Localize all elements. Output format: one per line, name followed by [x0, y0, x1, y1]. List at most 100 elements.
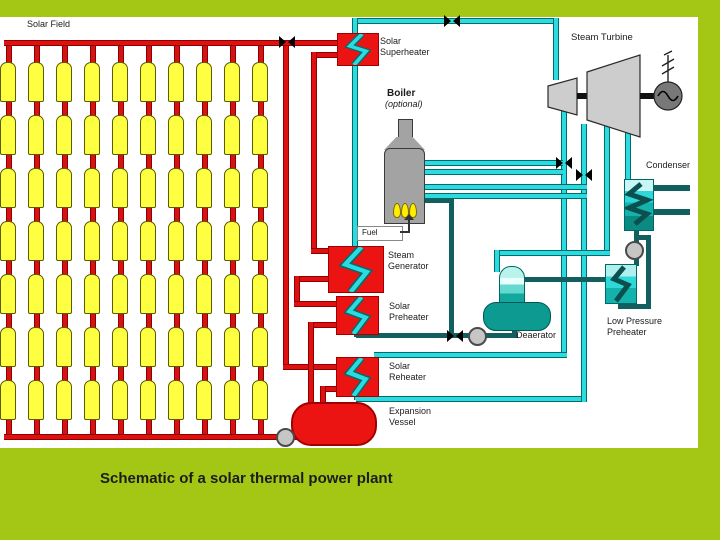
solar-collector [168, 327, 184, 367]
solar-collector [196, 380, 212, 420]
solar-collector [84, 168, 100, 208]
grid-connection-icon [661, 50, 675, 82]
fuel-box [357, 226, 403, 241]
solar-collector [196, 115, 212, 155]
pipe-htf-steamgen-out-h [294, 276, 331, 282]
steam-generator-label: Steam Generator [388, 250, 429, 271]
diagram-panel: Solar Field [0, 15, 698, 448]
solar-collector [0, 115, 16, 155]
solar-collector [28, 221, 44, 261]
solar-collector [28, 274, 44, 314]
solar-collector [28, 168, 44, 208]
shaft [577, 93, 587, 99]
solar-collector [112, 380, 128, 420]
solar-collector [224, 168, 240, 208]
pipe-htf-superheater-out-h [311, 52, 339, 58]
deaerator-tank [483, 302, 551, 331]
expansion-vessel-label: Expansion Vessel [389, 406, 432, 427]
pipe-drain-loop-v [646, 235, 651, 309]
pipe-htf-preheater-out-v [308, 322, 314, 410]
solar-reheater [336, 357, 379, 397]
pipe-boiler-u2b [399, 193, 587, 199]
solar-collector [168, 274, 184, 314]
solar-collector [56, 274, 72, 314]
boiler-label: Boiler [387, 88, 416, 99]
solar-collector [224, 380, 240, 420]
pipe-drain-loop-bottom [618, 304, 651, 309]
solar-collector [112, 221, 128, 261]
solar-collector [56, 115, 72, 155]
solar-collector [252, 168, 268, 208]
pipe-extraction-v [604, 126, 610, 256]
solar-collector [112, 115, 128, 155]
solar-collector [84, 380, 100, 420]
valve-icon [279, 36, 295, 48]
solar-collector [252, 274, 268, 314]
solar-collector [140, 168, 156, 208]
solar-collector [196, 327, 212, 367]
pipe-boiler-u2a [399, 184, 587, 190]
solar-collector [140, 380, 156, 420]
solar-collector [112, 274, 128, 314]
boiler-chimney [398, 119, 413, 139]
pipe-boiler-drain-v [449, 198, 454, 336]
solar-collector [56, 62, 72, 102]
solar-field-label: Solar Field [27, 19, 71, 29]
pipe-htf-steamgen-in [311, 248, 331, 254]
solar-collector [140, 115, 156, 155]
solar-collector [252, 115, 268, 155]
solar-collector [140, 327, 156, 367]
solar-collector [112, 327, 128, 367]
pipe-htf-preheater-out-h [308, 322, 339, 328]
pipe-steamgen-superheater [352, 62, 358, 248]
solar-collector [196, 221, 212, 261]
pipe-htf-steamgen-out-v [294, 276, 300, 304]
solar-collector [196, 62, 212, 102]
condenser-coil-icon [625, 182, 653, 226]
solar-collector [56, 221, 72, 261]
low-pressure-preheater [605, 264, 637, 304]
lp-turbine [586, 54, 641, 138]
solar-collector [196, 274, 212, 314]
solar-collector [28, 327, 44, 367]
pipe-turbine-inlet [553, 18, 559, 80]
solar-collector [224, 221, 240, 261]
solar-collector [140, 221, 156, 261]
solar-collector [224, 327, 240, 367]
solar-collector [140, 274, 156, 314]
solar-collector [224, 62, 240, 102]
pipe-cold-reheat-v [561, 106, 567, 358]
solar-collector [224, 115, 240, 155]
deaerator-label: Deaerator [516, 330, 557, 340]
solar-collector [0, 221, 16, 261]
pipe-lp-to-deaerator [520, 277, 608, 282]
solar-collector [28, 62, 44, 102]
fuel-label: Fuel [362, 228, 378, 237]
solar-collector [168, 221, 184, 261]
solar-preheater [336, 296, 379, 335]
condenser [624, 179, 654, 231]
caption: Schematic of a solar thermal power plant [100, 470, 393, 487]
valve-icon [444, 15, 460, 27]
solar-reheater-label: Solar Reheater [389, 361, 427, 382]
solar-collector [84, 115, 100, 155]
hp-turbine [547, 77, 578, 116]
pipe-cooling-water-in [652, 209, 690, 215]
pipe-cold-reheat-h [374, 352, 567, 358]
pipe-hot-reheat-v [581, 124, 587, 402]
solar-collector [224, 274, 240, 314]
htf-pump-icon [276, 428, 295, 447]
valve-icon [447, 330, 463, 342]
preheater-coil-icon [609, 265, 632, 303]
solar-collector [56, 380, 72, 420]
solar-collector [84, 274, 100, 314]
shaft [640, 93, 654, 99]
solar-collector [0, 274, 16, 314]
pipe-htf-valve-drop [283, 46, 289, 364]
feedwater-pump-icon [468, 327, 487, 346]
solar-collector [168, 115, 184, 155]
steam-turbine-label: Steam Turbine [571, 32, 633, 43]
pipe-cooling-water-out [652, 185, 690, 191]
solar-collector [84, 62, 100, 102]
pipe-htf-reheater-out-v [320, 386, 326, 410]
